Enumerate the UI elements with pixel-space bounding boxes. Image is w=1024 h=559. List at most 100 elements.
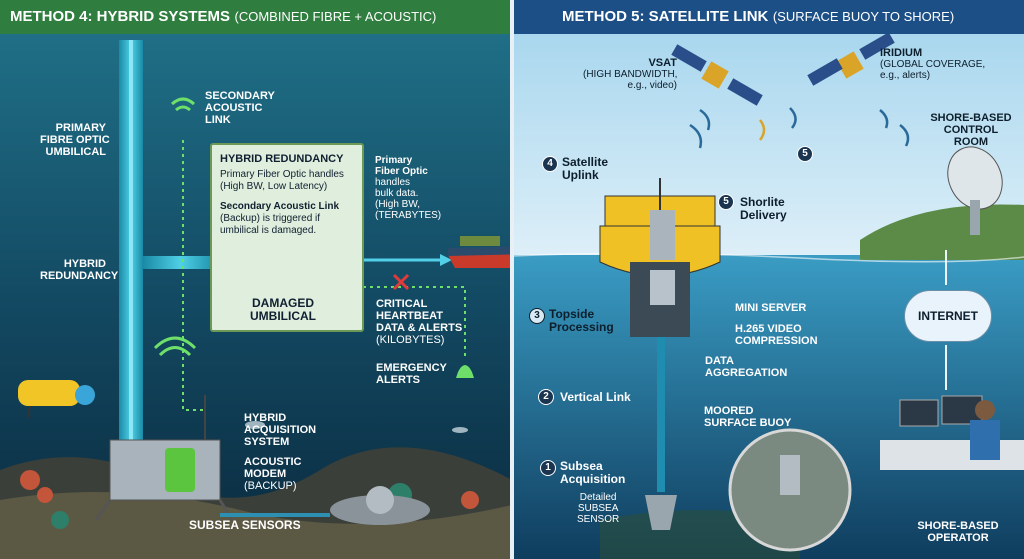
step-5-badge: 5 — [718, 194, 734, 210]
box-title: HYBRID REDUNDANCY — [220, 153, 344, 165]
primary-fibre-line: FIBRE OPTIC — [40, 134, 110, 146]
primary-fiber-note-line: handles — [375, 177, 411, 188]
damaged-umbilical-label: DAMAGED UMBILICAL — [250, 297, 316, 323]
step-line: Topside — [549, 307, 595, 321]
h265-line: H.265 VIDEO — [735, 323, 802, 335]
h265-label: H.265 VIDEO COMPRESSION — [735, 323, 818, 347]
step-1-label: Subsea Acquisition — [560, 460, 625, 486]
box-line: (High BW, Low Latency) — [220, 181, 328, 192]
primary-fiber-note-line: bulk data. — [375, 188, 419, 199]
primary-fiber-note-line: (TERABYTES) — [375, 210, 442, 221]
right-header: METHOD 5: SATELLITE LINK (SURFACE BUOY T… — [514, 0, 1024, 34]
primary-fiber-note-line: Primary — [375, 155, 413, 166]
primary-fiber-note: Primary Fiber Optic handles bulk data. (… — [375, 155, 441, 221]
mini-server-label: MINI SERVER — [735, 302, 807, 314]
hybrid-redundancy-line: REDUNDANCY — [40, 270, 119, 282]
shore-control-line: ROOM — [953, 136, 989, 148]
step-line: Processing — [549, 320, 614, 334]
secondary-acoustic-line: SECONDARY — [205, 90, 275, 102]
data-agg-line: DATA — [705, 355, 734, 367]
step-5-badge: 5 — [797, 146, 813, 162]
step-3-badge: 3 — [529, 308, 545, 324]
step-line: Uplink — [562, 168, 599, 182]
rov — [18, 380, 95, 419]
step-1-badge: 1 — [540, 460, 556, 476]
data-aggregation-label: DATA AGGREGATION — [705, 355, 787, 379]
box-line-bold: Secondary Acoustic Link — [220, 201, 340, 212]
hybrid-acq-line: SYSTEM — [244, 436, 290, 448]
box-line: Primary Fiber Optic handles — [220, 169, 344, 180]
hybrid-acquisition-label: HYBRID ACQUISITION SYSTEM — [244, 412, 316, 448]
emergency-line: EMERGENCY — [376, 362, 447, 374]
moored-line: SURFACE BUOY — [704, 417, 792, 429]
moored-buoy-label: MOORED SURFACE BUOY — [704, 405, 791, 429]
detailed-line: SENSOR — [577, 514, 620, 525]
iridium-line: (GLOBAL COVERAGE, — [880, 59, 986, 70]
primary-fibre-label: PRIMARY FIBRE OPTIC UMBILICAL — [40, 122, 110, 158]
detailed-line: SUBSEA — [577, 503, 619, 514]
damaged-umbilical-line: DAMAGED — [252, 296, 314, 310]
shore-control-line: CONTROL — [943, 124, 999, 136]
operator-station — [880, 395, 1024, 470]
right-scene — [511, 32, 1024, 559]
hybrid-acq-line: HYBRID — [244, 412, 287, 424]
critical-heartbeat-label: CRITICAL HEARTBEAT DATA & ALERTS (KILOBY… — [376, 298, 462, 346]
satellite-dish — [947, 146, 1003, 235]
shore-control-line: SHORE-BASED — [930, 112, 1012, 124]
iridium-label: IRIDIUM (GLOBAL COVERAGE, e.g., alerts) — [880, 47, 986, 82]
critical-line: HEARTBEAT — [376, 310, 444, 322]
acoustic-modem-line: MODEM — [244, 468, 287, 480]
hybrid-redundancy-box: HYBRID REDUNDANCY Primary Fiber Optic ha… — [210, 143, 364, 332]
box-paragraph-2: Secondary Acoustic Link (Backup) is trig… — [220, 201, 339, 237]
step-4-label: Satellite Uplink — [562, 156, 608, 182]
primary-fiber-note-line: Fiber Optic — [375, 166, 428, 177]
secondary-acoustic-line: ACOUSTIC — [205, 102, 263, 114]
damaged-umbilical-line: UMBILICAL — [250, 309, 316, 323]
iridium-line: e.g., alerts) — [880, 70, 931, 81]
step-4-badge: 4 — [542, 156, 558, 172]
critical-line: DATA & ALERTS — [376, 322, 463, 334]
hybrid-redundancy-label: HYBRID REDUNDANCY — [40, 258, 119, 282]
operator-line: OPERATOR — [927, 532, 989, 544]
surface-buoy — [599, 178, 721, 337]
data-agg-line: AGGREGATION — [705, 367, 788, 379]
h265-line: COMPRESSION — [735, 335, 818, 347]
critical-line: CRITICAL — [376, 298, 428, 310]
step-line: Subsea — [560, 459, 603, 473]
primary-fibre-line: PRIMARY — [55, 122, 106, 134]
iridium-title: IRIDIUM — [880, 47, 923, 59]
box-paragraph-1: Primary Fiber Optic handles (High BW, Lo… — [220, 169, 344, 193]
moored-line: MOORED — [704, 405, 754, 417]
left-scene — [0, 34, 575, 559]
shore-operator-label: SHORE-BASED OPERATOR — [908, 520, 1008, 544]
step-2-label: Vertical Link — [560, 390, 631, 404]
primary-fibre-line: UMBILICAL — [45, 146, 107, 158]
critical-line: (KILOBYTES) — [376, 334, 445, 346]
internet-cloud: INTERNET — [904, 290, 992, 342]
left-header-title: METHOD 4: HYBRID SYSTEMS — [10, 8, 231, 25]
acquisition-station — [94, 395, 234, 521]
step-3-label: Topside Processing — [549, 308, 614, 334]
step-2-badge: 2 — [538, 389, 554, 405]
step-line: Acquisition — [560, 472, 626, 486]
vsat-line: e.g., video) — [627, 80, 677, 91]
secondary-acoustic-label: SECONDARY ACOUSTIC LINK — [205, 90, 275, 126]
hybrid-redundancy-line: HYBRID — [63, 258, 106, 270]
secondary-acoustic-line: LINK — [205, 114, 231, 126]
step-line: Shorlite — [740, 195, 785, 209]
detailed-sensor-label: Detailed SUBSEA SENSOR — [577, 492, 619, 525]
right-header-subtitle: (SURFACE BUOY TO SHORE) — [772, 9, 955, 24]
left-header-subtitle: (COMBINED FIBRE + ACOUSTIC) — [234, 9, 437, 24]
step-5-label: Shorlite Delivery — [740, 196, 787, 222]
box-line: (Backup) is triggered if — [220, 213, 321, 224]
operator-line: SHORE-BASED — [917, 520, 999, 532]
step-line: Satellite — [562, 155, 609, 169]
emergency-alerts-label: EMERGENCY ALERTS — [376, 362, 447, 386]
hybrid-acq-line: ACQUISITION — [244, 424, 317, 436]
vsat-line: (HIGH BANDWIDTH, — [583, 69, 678, 80]
backup-label: (BACKUP) — [244, 480, 297, 492]
emergency-line: ALERTS — [376, 374, 420, 386]
acoustic-modem-line: ACOUSTIC — [244, 456, 302, 468]
